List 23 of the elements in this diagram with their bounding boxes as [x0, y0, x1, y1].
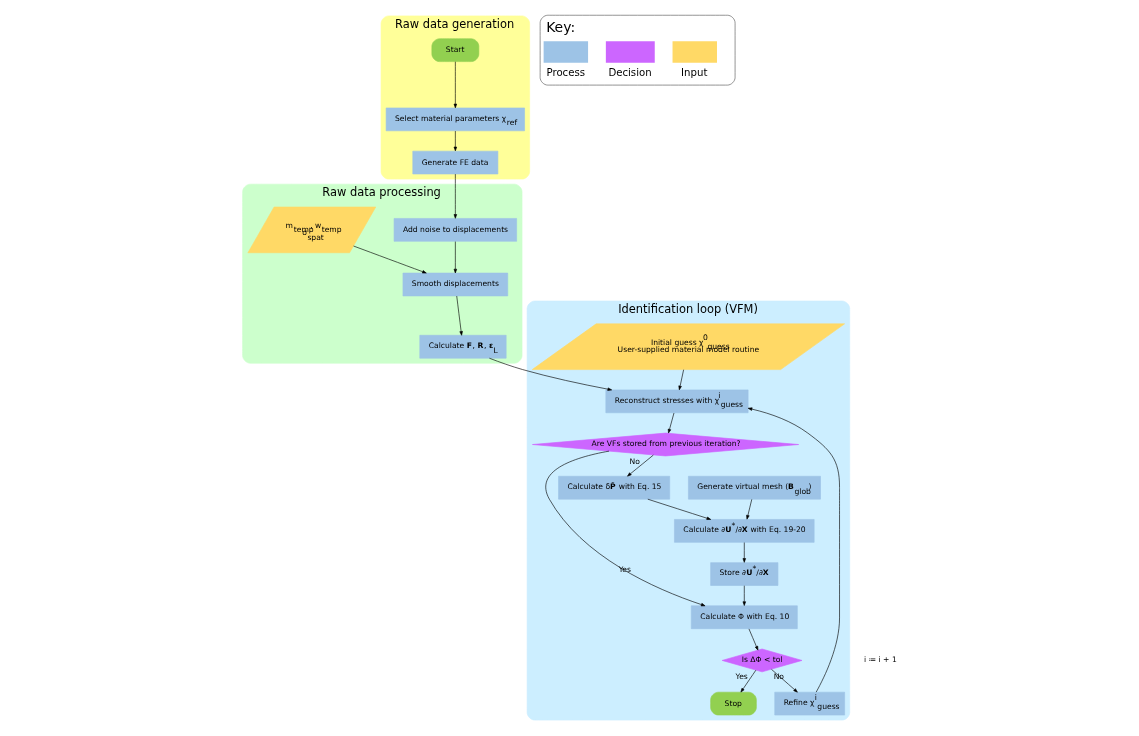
arrow	[453, 130, 457, 152]
arrow	[453, 173, 457, 219]
arrow	[747, 407, 840, 693]
arrow	[627, 454, 654, 477]
arrow	[742, 542, 746, 563]
arrow	[353, 245, 427, 274]
legend-label: Process	[546, 67, 586, 79]
arrow	[647, 498, 712, 520]
label: Key:	[546, 19, 576, 36]
arrow	[453, 241, 457, 274]
arrow	[740, 669, 757, 693]
arrow	[771, 669, 798, 693]
arrow	[678, 369, 684, 391]
arrow	[489, 357, 612, 391]
arrow	[453, 61, 457, 109]
legend-label: Input	[681, 67, 708, 79]
arrow	[456, 295, 463, 336]
legend-label: Decision	[608, 67, 652, 79]
arrow	[545, 450, 706, 607]
arrow	[746, 499, 753, 520]
arrow	[742, 585, 746, 606]
arrow	[667, 412, 675, 434]
arrow	[748, 628, 759, 651]
